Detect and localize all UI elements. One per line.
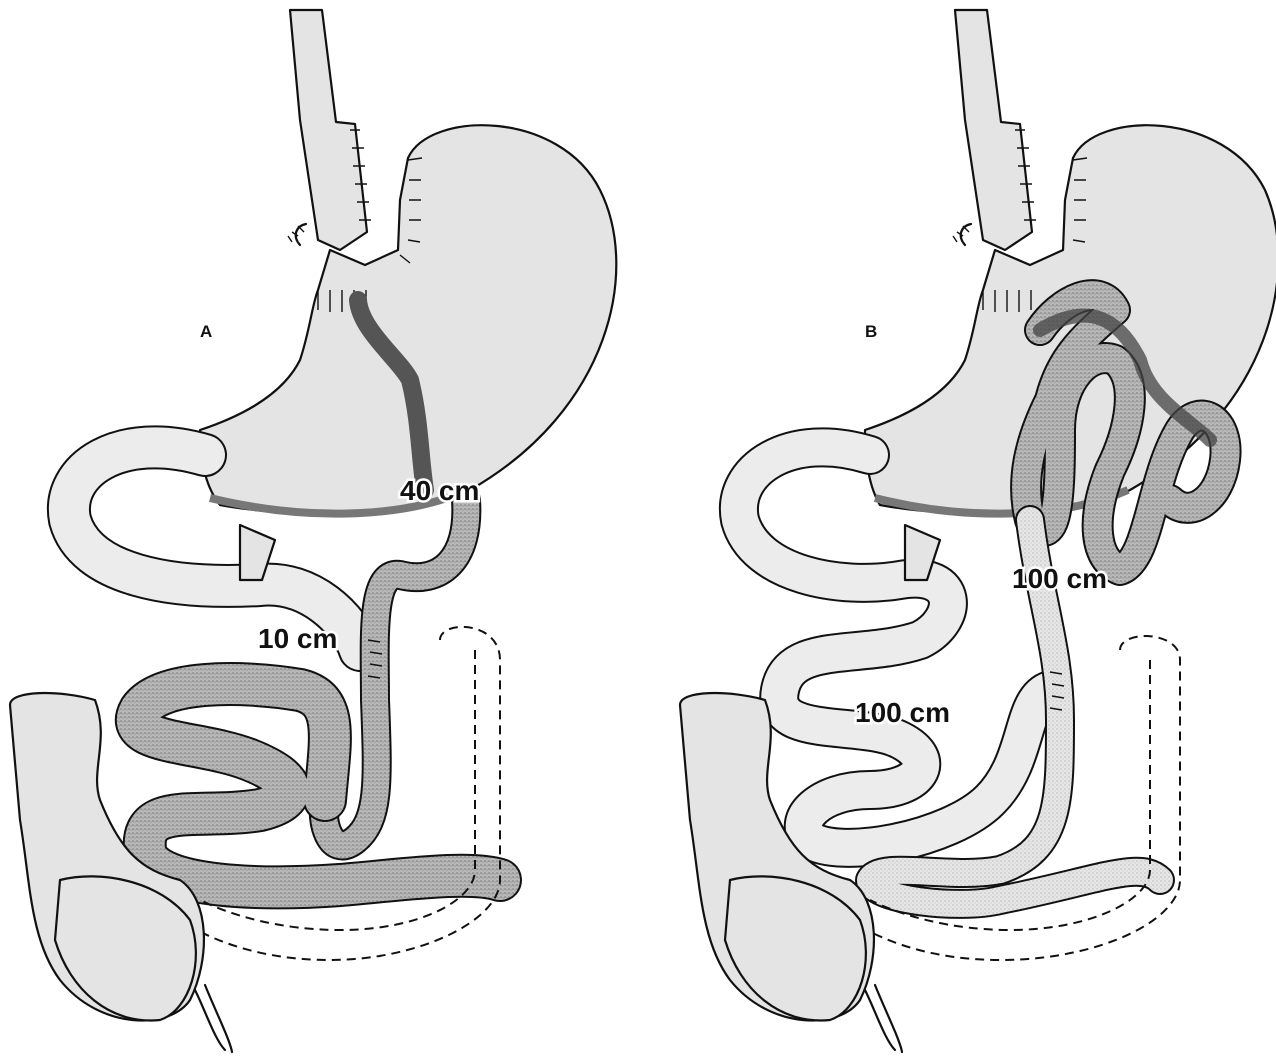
- panel-a: A: [10, 10, 616, 1052]
- panel-label-a: A: [200, 322, 212, 341]
- panel-b: B: [680, 10, 1276, 1052]
- panel-label-b: B: [865, 322, 877, 341]
- distance-label-10cm: 10 cm: [258, 623, 337, 654]
- distance-label-100cm-biliary: 100 cm: [855, 697, 950, 728]
- small-bowel-a: [137, 684, 500, 887]
- esophagus-a: [288, 10, 371, 250]
- distance-label-40cm: 40 cm: [400, 475, 479, 506]
- stomach-a: [200, 125, 616, 513]
- distance-label-100cm-alimentary: 100 cm: [1012, 563, 1107, 594]
- esophagus-b: [953, 10, 1036, 250]
